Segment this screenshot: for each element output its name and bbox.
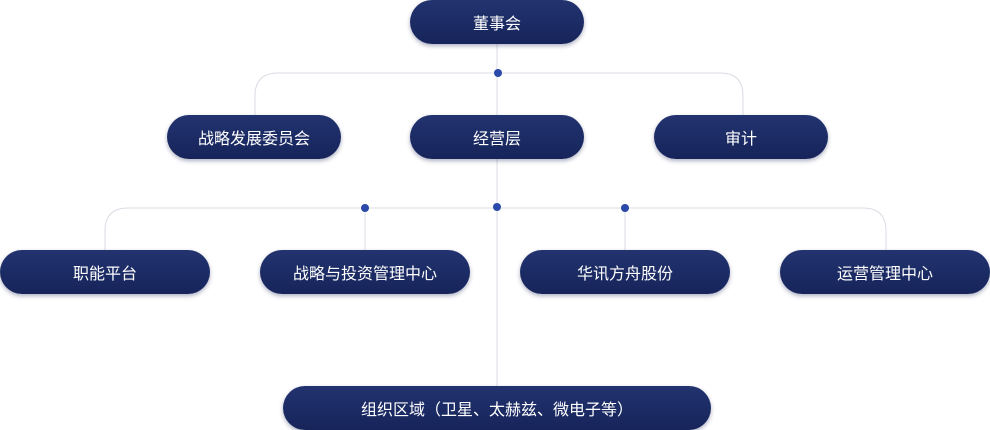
node-huaxun-fangzhou[interactable]: 华讯方舟股份 bbox=[520, 250, 730, 294]
junction-dot-left bbox=[361, 204, 369, 212]
node-regional-organization[interactable]: 组织区域（卫星、太赫兹、微电子等） bbox=[283, 386, 711, 430]
connector-level2-bar bbox=[254, 72, 744, 117]
node-functional-platform[interactable]: 职能平台 bbox=[0, 250, 210, 294]
node-operations-center[interactable]: 运营管理中心 bbox=[780, 250, 990, 294]
node-strategy-committee[interactable]: 战略发展委员会 bbox=[167, 115, 341, 159]
junction-dot-right bbox=[621, 204, 629, 212]
node-audit[interactable]: 审计 bbox=[654, 115, 828, 159]
node-board[interactable]: 董事会 bbox=[410, 0, 584, 44]
node-strategy-investment-center[interactable]: 战略与投资管理中心 bbox=[260, 250, 470, 294]
junction-dot-center bbox=[493, 203, 501, 211]
connector-level3-bar bbox=[104, 207, 887, 250]
node-management[interactable]: 经营层 bbox=[410, 115, 584, 159]
junction-dot-board bbox=[494, 69, 502, 77]
